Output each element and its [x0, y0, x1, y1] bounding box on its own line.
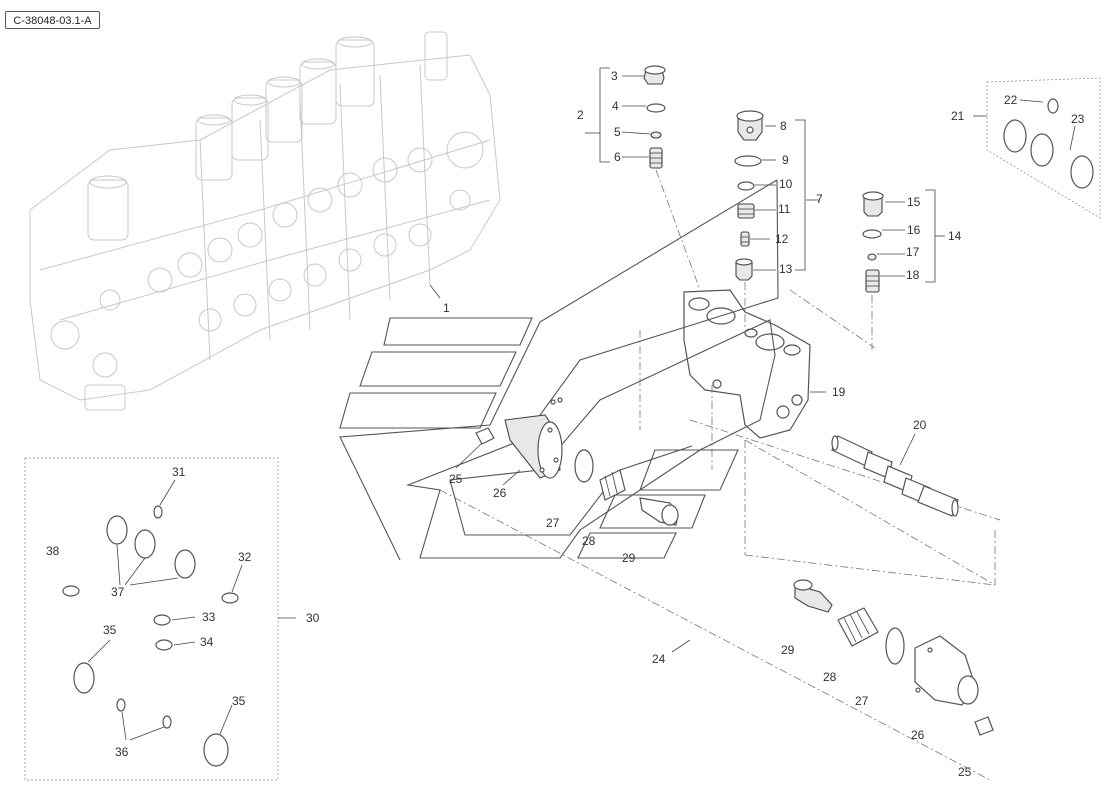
- callout-15: 15: [907, 195, 921, 209]
- callout-27-lower: 27: [855, 694, 869, 708]
- callout-2: 2: [577, 108, 584, 122]
- spring-28-lower: [837, 607, 879, 647]
- callout-17: 17: [906, 245, 920, 259]
- cartridge-18: [865, 269, 880, 293]
- callout-29-upper: 29: [622, 551, 636, 565]
- seal-kit-30: [24, 457, 296, 781]
- spring-11: [737, 203, 755, 219]
- o-ring-4: [646, 103, 666, 113]
- screw-25-upper: [475, 427, 495, 445]
- plug-15: [862, 191, 884, 217]
- callout-27-upper: 27: [546, 516, 560, 530]
- callout-4: 4: [612, 99, 619, 113]
- drawing-reference-label: C-38048-03.1-A: [5, 11, 100, 29]
- spool-20: [831, 433, 959, 517]
- callout-26-upper: 26: [493, 486, 507, 500]
- callout-28-lower: 28: [823, 670, 837, 684]
- alignment-lines: [439, 169, 1001, 781]
- callout-3: 3: [611, 69, 618, 83]
- end-cap-set-upper: [475, 397, 679, 526]
- callout-5: 5: [614, 125, 621, 139]
- plug-3: [643, 65, 666, 85]
- callout-23: 23: [1071, 112, 1085, 126]
- seat-13: [735, 258, 753, 281]
- callout-34: 34: [200, 635, 214, 649]
- o-ring-16: [862, 229, 882, 239]
- relief-valve-kit-14: [862, 189, 945, 293]
- callout-29-lower: 29: [781, 643, 795, 657]
- callout-9: 9: [782, 153, 789, 167]
- seal-kit-21: [973, 77, 1101, 219]
- callout-8: 8: [780, 119, 787, 133]
- o-ring-9: [734, 155, 762, 167]
- callout-14: 14: [948, 229, 962, 243]
- callout-25-lower: 25: [958, 765, 972, 779]
- callout-7: 7: [816, 192, 823, 206]
- o-ring-10: [737, 181, 755, 191]
- main-leaders: [429, 132, 820, 653]
- callout-35-upper: 35: [103, 623, 117, 637]
- o-ring-23a: [1003, 119, 1027, 153]
- callout-32: 32: [238, 550, 252, 564]
- callout-30: 30: [306, 611, 320, 625]
- end-cap-26-lower: [914, 635, 979, 706]
- o-ring-17: [867, 253, 877, 261]
- callout-38: 38: [46, 544, 60, 558]
- callout-16: 16: [907, 223, 921, 237]
- callout-21: 21: [951, 109, 965, 123]
- callout-20: 20: [913, 418, 927, 432]
- callout-33: 33: [202, 610, 216, 624]
- valve-cap-8: [736, 110, 764, 141]
- assembly-flow-arrow: [339, 179, 779, 561]
- callout-36: 36: [115, 745, 129, 759]
- callout-26-lower: 26: [911, 728, 925, 742]
- o-ring-27-upper: [574, 449, 594, 483]
- callout-10: 10: [779, 177, 793, 191]
- o-ring-5: [650, 131, 662, 139]
- spring-28-upper: [599, 469, 626, 501]
- o-ring-23c: [1070, 155, 1094, 189]
- callout-13: 13: [779, 262, 793, 276]
- callout-31: 31: [172, 465, 186, 479]
- callout-25-upper: 25: [449, 472, 463, 486]
- callout-labels: 1 2 3 4 5 6 7 8 9 10 11 12 13 14 15 16 1…: [46, 69, 1085, 779]
- callout-12: 12: [775, 232, 789, 246]
- callout-24: 24: [652, 652, 666, 666]
- end-cap-26-upper: [504, 414, 563, 479]
- end-cap-set-lower: [793, 579, 994, 736]
- o-ring-22: [1047, 98, 1059, 114]
- callout-37: 37: [111, 585, 125, 599]
- o-ring-23b: [1030, 133, 1054, 167]
- callout-18: 18: [906, 268, 920, 282]
- control-valve-assembly: [29, 31, 501, 411]
- relief-valve-kit-7: [734, 110, 806, 281]
- relief-valve-kit-2: [599, 65, 666, 169]
- callout-28-upper: 28: [582, 534, 596, 548]
- callout-6: 6: [614, 150, 621, 164]
- callout-19: 19: [832, 385, 846, 399]
- callout-35-lower: 35: [232, 694, 246, 708]
- screw-25-lower: [974, 716, 994, 736]
- valve-housing-19: [683, 289, 826, 439]
- o-ring-27-lower: [885, 627, 905, 665]
- callout-22: 22: [1004, 93, 1018, 107]
- poppet-12: [740, 231, 750, 247]
- piston-29-lower: [793, 579, 833, 613]
- callout-11: 11: [778, 202, 791, 216]
- callout-1: 1: [443, 301, 450, 315]
- piston-29-upper: [639, 497, 679, 526]
- cartridge-6: [649, 147, 663, 169]
